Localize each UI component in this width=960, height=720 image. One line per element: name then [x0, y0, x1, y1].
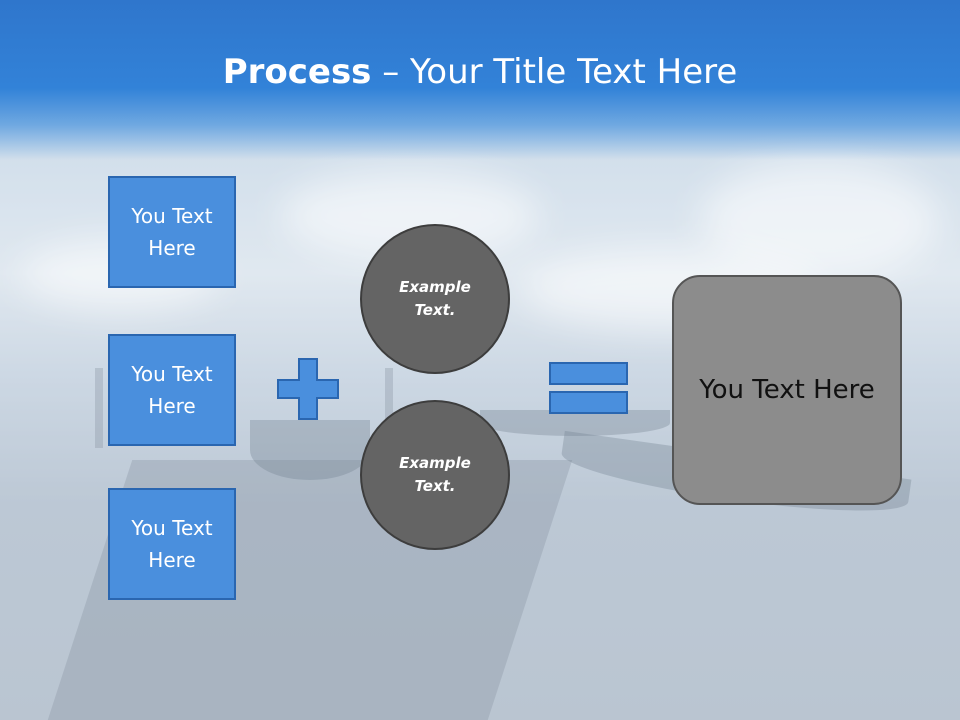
example-circle-1[interactable]: Example Text. [360, 224, 510, 374]
slide-title: Process – Your Title Text Here [0, 52, 960, 92]
text-box-2-label: You Text Here [131, 362, 213, 418]
text-box-1[interactable]: You Text Here [108, 176, 236, 288]
example-circle-2[interactable]: Example Text. [360, 400, 510, 550]
plus-icon [277, 358, 339, 420]
example-circle-2-label: Example Text. [399, 454, 471, 495]
text-box-3-label: You Text Here [131, 516, 213, 572]
equals-icon [549, 362, 628, 414]
title-rest: – Your Title Text Here [371, 52, 738, 92]
result-box-label: You Text Here [699, 375, 875, 405]
example-circle-1-label: Example Text. [399, 278, 471, 319]
text-box-3[interactable]: You Text Here [108, 488, 236, 600]
result-box[interactable]: You Text Here [672, 275, 902, 505]
text-box-1-label: You Text Here [131, 204, 213, 260]
text-box-2[interactable]: You Text Here [108, 334, 236, 446]
title-bar [0, 0, 960, 160]
title-bold: Process [222, 52, 372, 92]
